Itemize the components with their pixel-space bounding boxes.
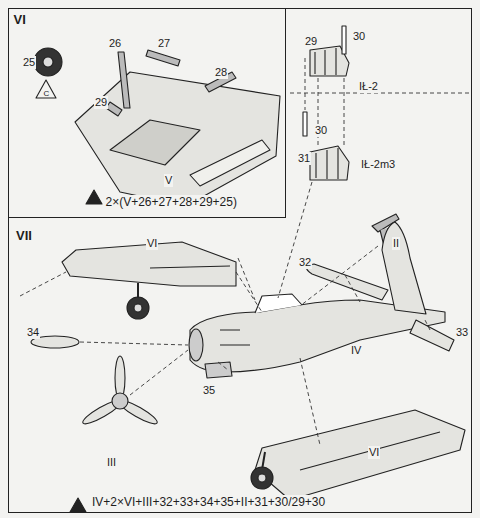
callout-number: IŁ-2	[358, 80, 379, 93]
callout-number: 30	[314, 124, 328, 137]
callout-number: II	[392, 237, 400, 250]
step-panel: VIIIV+2×VI+III+32+33+34+35+II+31+30/29+3…	[8, 8, 472, 513]
callout-number: 33	[455, 326, 469, 339]
callout-number: 28	[214, 66, 228, 79]
callout-number: VI	[146, 237, 158, 250]
callout-number: IV	[350, 344, 362, 357]
callout-number: IŁ-2m3	[360, 158, 396, 171]
callout-number: V	[164, 174, 173, 187]
callout-number: 35	[202, 384, 216, 397]
callout-number: 29	[94, 96, 108, 109]
callout-number: 30	[352, 30, 366, 43]
callout-number: 31	[297, 152, 311, 165]
callout-number: III	[106, 456, 117, 469]
step-number: VI	[13, 13, 27, 27]
callout-number: 34	[26, 326, 40, 339]
callout-number: 29	[304, 35, 318, 48]
assembly-formula: 2×(V+26+27+28+29+25)	[105, 195, 238, 209]
callout-number: 32	[298, 256, 312, 269]
callout-number: 27	[157, 37, 171, 50]
callout-number: 26	[108, 37, 122, 50]
step-panel: VI 2×(V+26+27+28+29+25)	[8, 8, 286, 218]
assembly-formula: IV+2×VI+III+32+33+34+35+II+31+30/29+30	[91, 495, 326, 509]
step-number: VII	[15, 229, 33, 243]
icon-letter: C	[43, 89, 51, 98]
callout-number: VI	[368, 446, 380, 459]
callout-number: 25	[22, 56, 36, 69]
